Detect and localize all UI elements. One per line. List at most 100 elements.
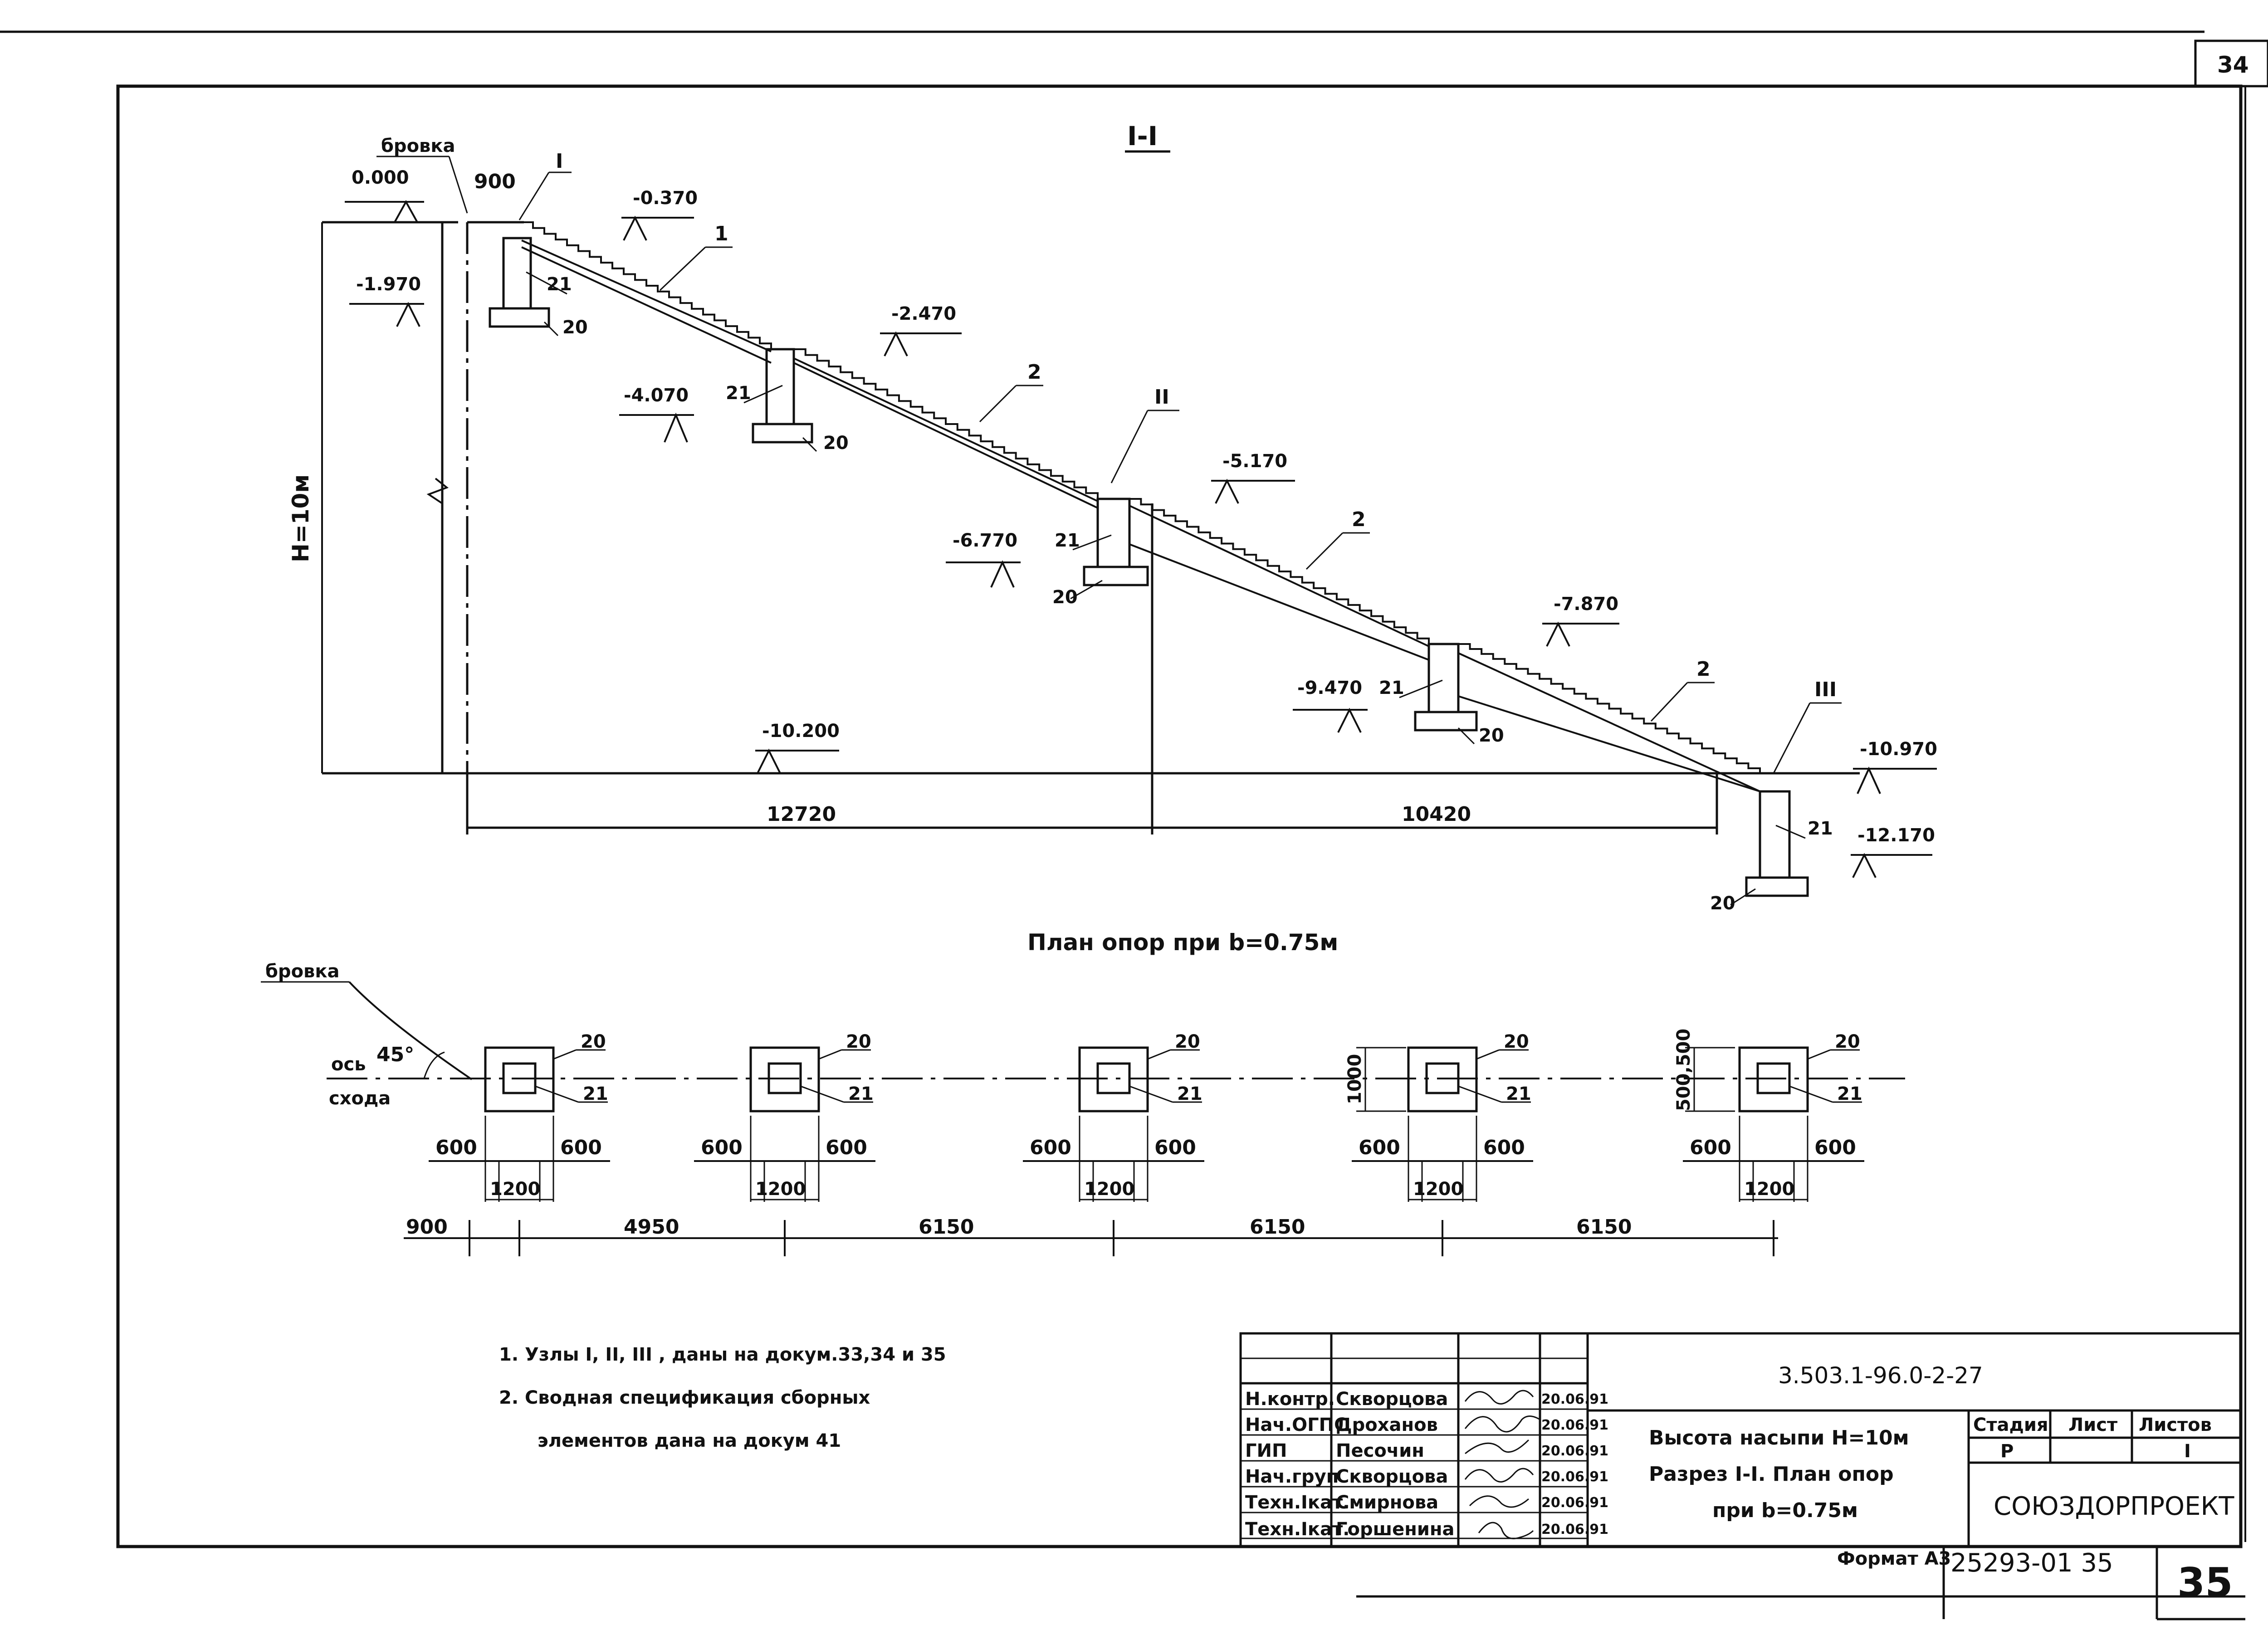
vertical-dims <box>1356 1047 1735 1112</box>
date-4: 20.06.91 <box>1541 1495 1608 1511</box>
note-2-cont: элементов дана на докум 41 <box>538 1430 841 1451</box>
plan-dim-right: 600 <box>1483 1136 1525 1159</box>
sheet-number-bottom: 35 <box>2177 1559 2233 1606</box>
elev-1970: -1.970 <box>356 274 421 295</box>
support-3 <box>1083 498 1149 586</box>
spacing-900: 900 <box>406 1215 448 1239</box>
support-label-3: 21 <box>1055 530 1080 551</box>
description-1: Высота насыпи H=10м <box>1649 1426 1909 1449</box>
height-label: H=10м <box>288 474 314 562</box>
role-0: Н.контр. <box>1245 1389 1335 1410</box>
title-block-dates: 20.06.91 20.06.91 20.06.91 20.06.91 20.0… <box>1541 1391 1608 1537</box>
plan-dim-base: 1200 <box>1413 1179 1463 1200</box>
sheet-header: Лист <box>2068 1415 2118 1435</box>
note-2: 2. Сводная спецификация сборных <box>499 1387 870 1408</box>
elev-4070: -4.070 <box>624 385 689 406</box>
role-4: Техн.Iкат. <box>1245 1492 1349 1513</box>
support-label-4: 21 <box>1379 678 1404 698</box>
plate-label-4: 20 <box>1479 725 1504 746</box>
flight-label-2a: 2 <box>1027 361 1041 384</box>
plan-dim-left: 600 <box>1030 1136 1071 1159</box>
spacing-6150-a: 6150 <box>919 1215 974 1239</box>
note-1: 1. Узлы I, II, III , даны на докум.33,34… <box>499 1344 946 1365</box>
node-i: I <box>556 150 563 173</box>
stage-header: Стадия <box>1973 1415 2048 1435</box>
plan-dim-left: 600 <box>1359 1136 1400 1159</box>
name-0: Скворцова <box>1336 1389 1448 1410</box>
description-2: Разрез I-I. План опор <box>1649 1463 1894 1486</box>
date-1: 20.06.91 <box>1541 1417 1608 1433</box>
name-2: Песочин <box>1336 1440 1424 1461</box>
plan-part-21: 21 <box>1837 1083 1862 1104</box>
notes: 1. Узлы I, II, III , даны на докум.33,34… <box>499 1344 946 1451</box>
plan-dim-base: 1200 <box>1084 1179 1134 1200</box>
title-block: 3.503.1-96.0-2-27 Н.контр. Нач.ОГПС ГИП … <box>1239 1332 2245 1620</box>
plan-part-21: 21 <box>583 1083 608 1104</box>
section-view: I-I <box>288 121 1937 914</box>
elev-9470: -9.470 <box>1297 678 1362 698</box>
support-5 <box>1745 790 1809 897</box>
elev-0000: 0.000 <box>352 167 409 188</box>
node-ii: II <box>1154 386 1169 409</box>
top-width-dim: 900 <box>474 170 516 193</box>
date-0: 20.06.91 <box>1541 1391 1608 1407</box>
vert-dim-500-500: 500,500 <box>1673 1029 1694 1111</box>
elevation-marks: бровка 900 0.000 -0.370 -1.970 -2.470 -4… <box>345 136 1937 878</box>
name-3: Скворцова <box>1336 1466 1448 1487</box>
support-label-1: 21 <box>547 274 572 295</box>
support-label-2: 21 <box>726 383 751 404</box>
description-3: при b=0.75м <box>1712 1499 1858 1522</box>
plan-view: План опор при b=0.75м бровка ось схода 4… <box>261 929 1905 1256</box>
vert-dim-1000: 1000 <box>1344 1054 1365 1104</box>
sheets-header: Листов <box>2139 1415 2212 1435</box>
plan-part-20: 20 <box>1504 1031 1529 1052</box>
plan-dim-base: 1200 <box>1744 1179 1794 1200</box>
plan-part-21: 21 <box>1177 1083 1202 1104</box>
elev-0370: -0.370 <box>633 188 698 209</box>
plan-part-20: 20 <box>1835 1031 1860 1052</box>
elev-5170: -5.170 <box>1222 451 1287 472</box>
plan-part-20: 20 <box>846 1031 871 1052</box>
elev-2470: -2.470 <box>891 303 956 324</box>
support-2 <box>752 348 813 444</box>
date-5: 20.06.91 <box>1541 1522 1608 1537</box>
plan-brovka-label: бровка <box>265 961 340 982</box>
plan-support-1: 20 21 600 600 1200 <box>429 1031 610 1202</box>
stair-flights <box>521 221 1761 792</box>
elev-6770: -6.770 <box>953 530 1017 551</box>
elev-10970: -10.970 <box>1860 739 1937 760</box>
archive-number: 25293-01 35 <box>1950 1548 2113 1578</box>
title-block-roles: Н.контр. Нач.ОГПС ГИП Нач.груп Техн.Iкат… <box>1245 1389 1349 1540</box>
format-label: Формат А3 <box>1837 1548 1951 1569</box>
name-5: Горшенина <box>1336 1519 1455 1540</box>
title-block-signatures <box>1464 1390 1540 1539</box>
role-3: Нач.груп <box>1245 1466 1339 1487</box>
plan-part-21: 21 <box>848 1083 874 1104</box>
axis-label-2: схода <box>329 1088 391 1109</box>
plate-label-2: 20 <box>823 433 849 454</box>
spacing-dimension-line <box>404 1220 1778 1256</box>
plan-dim-left: 600 <box>435 1136 477 1159</box>
role-1: Нач.ОГПС <box>1245 1415 1347 1435</box>
section-part-labels: I II III 1 2 2 2 21 20 21 <box>518 150 1842 914</box>
plan-dim-base: 1200 <box>490 1179 540 1200</box>
stage-value: Р <box>2000 1441 2014 1462</box>
dim-12720: 12720 <box>767 803 836 826</box>
flight-label-2c: 2 <box>1696 658 1711 681</box>
plan-dim-right: 600 <box>560 1136 602 1159</box>
plan-dim-base: 1200 <box>755 1179 806 1200</box>
sheets-value: I <box>2184 1441 2191 1462</box>
axis-label-1: ось <box>331 1054 366 1075</box>
plan-part-20: 20 <box>581 1031 606 1052</box>
spacing-4950: 4950 <box>624 1215 679 1239</box>
date-2: 20.06.91 <box>1541 1443 1608 1459</box>
plate-label-1: 20 <box>562 317 588 338</box>
support-4 <box>1414 643 1478 732</box>
flight-label-1: 1 <box>714 222 728 245</box>
flight-label-2b: 2 <box>1352 508 1366 531</box>
